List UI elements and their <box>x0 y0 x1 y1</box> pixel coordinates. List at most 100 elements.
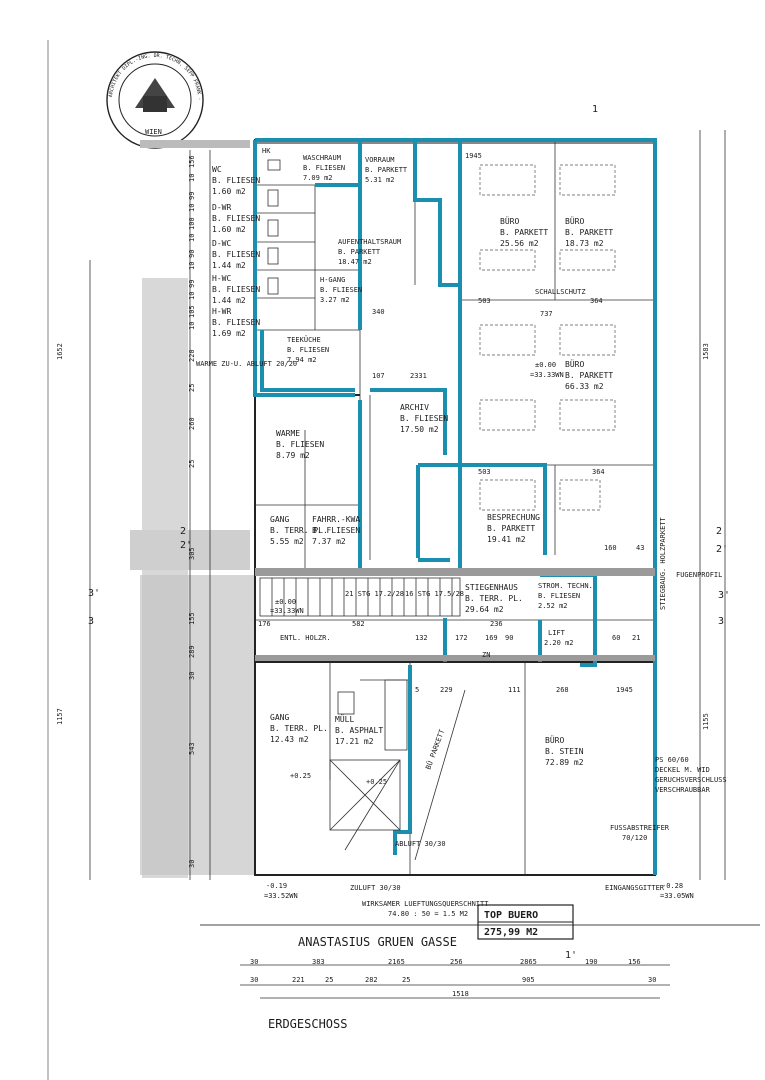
dimension-label: 220 <box>188 349 196 362</box>
room-stiegenhaus-finish: B. TERR. PL. <box>465 594 523 603</box>
schallschutz-label: SCHALLSCHUTZ <box>535 288 586 296</box>
dim-row1-1: 383 <box>312 958 325 966</box>
dimension-label: 10 <box>188 204 196 212</box>
room-hwc-area: 1.44 m2 <box>212 296 246 305</box>
room-besprechung-finish: B. PARKETT <box>487 524 535 533</box>
room-fahrrad-area: 7.37 m2 <box>312 537 346 546</box>
section-1-top: 1 <box>592 104 598 115</box>
room-warme-finish: B. FLIESEN <box>276 440 324 449</box>
room-dwr-finish: B. FLIESEN <box>212 214 260 223</box>
dim-1945: 1945 <box>465 152 482 160</box>
dim-row2-6: 30 <box>648 976 656 984</box>
dimension-label: 289 <box>188 645 196 658</box>
room-archiv-name: ARCHIV <box>400 403 429 412</box>
room-vorraum-name: VORRAUM <box>365 156 395 164</box>
room-buero2-finish: B. PARKETT <box>565 228 613 237</box>
section-2-right: 2 <box>716 526 722 537</box>
section-3-prime-right: 3' <box>718 590 730 601</box>
dim-row2-4: 25 <box>402 976 410 984</box>
dim-row2-1: 221 <box>292 976 305 984</box>
dimension-label: 100 <box>188 217 196 230</box>
level-028: -0.28 <box>662 882 683 890</box>
hk-label: HK <box>262 147 271 155</box>
room-waschraum-name: WASCHRAUM <box>303 154 341 162</box>
dimension-label: 99 <box>188 280 196 288</box>
dim-236: 236 <box>490 620 503 628</box>
dimension-label: 155 <box>188 612 196 625</box>
dim-503a: 503 <box>478 297 491 305</box>
stairs-label-1: 21 STG 17.2/28 <box>345 590 404 598</box>
section-3-prime-left: 3' <box>88 588 100 599</box>
muell-box <box>329 759 401 831</box>
room-stiegenhaus-name: STIEGENHAUS <box>465 583 518 592</box>
dim-90: 90 <box>505 634 513 642</box>
dim-364b: 364 <box>592 468 605 476</box>
stair-hatch <box>255 568 655 661</box>
dim-21: 21 <box>632 634 640 642</box>
dim-111: 111 <box>508 686 521 694</box>
room-vorraum-finish: B. PARKETT <box>365 166 408 174</box>
wirksamer-calc: 74.80 : 50 = 1.5 M2 <box>388 910 468 918</box>
room-gang2-area: 12.43 m2 <box>270 735 309 744</box>
room-waschraum-area: 7.09 m2 <box>303 174 333 182</box>
room-dwr-area: 1.60 m2 <box>212 225 246 234</box>
room-teekueche-name: TEEKÜCHE <box>287 335 321 344</box>
stamp-city: WIEN <box>145 128 162 136</box>
dimension-label: 10 <box>188 174 196 182</box>
level-stair-abs: =33.33WN <box>270 607 304 615</box>
room-hwr-name: H-WR <box>212 307 231 316</box>
dim-1652: 1652 <box>56 343 64 360</box>
room-hwc-finish: B. FLIESEN <box>212 285 260 294</box>
level-stair: ±0.00 <box>275 598 296 606</box>
room-hwc-name: H-WC <box>212 274 231 283</box>
room-teekueche-finish: B. FLIESEN <box>287 346 329 354</box>
dim-row2-5: 905 <box>522 976 535 984</box>
dimension-label: 30 <box>188 672 196 680</box>
ps-note-4: VERSCHRAUBBAR <box>655 786 711 794</box>
room-wc-area: 1.60 m2 <box>212 187 246 196</box>
dim-169: 169 <box>485 634 498 642</box>
dim-row1-0: 30 <box>250 958 258 966</box>
level-office: ±0.00 <box>535 361 556 369</box>
room-teekueche-area: 7.94 m2 <box>287 356 317 364</box>
stiegenparkett-label: STIEGBAUG. HOLZPARKETT <box>659 516 667 610</box>
dim-364a: 364 <box>590 297 603 305</box>
fugenprofil-label: FUGENPROFIL <box>676 571 722 579</box>
warme-abluft-1: WARME ZU-U. ABLUFT 20/20 <box>196 360 297 368</box>
room-buero4-name: BÜRO <box>545 735 564 745</box>
dim-43: 43 <box>636 544 644 552</box>
dimension-label: 543 <box>188 742 196 755</box>
dim-total: 1518 <box>452 990 469 998</box>
fussabstreifer-label: FUSSABSTREIFER <box>610 824 670 832</box>
top-area-label: 275,99 M2 <box>484 927 538 938</box>
dimension-label: 25 <box>188 384 196 392</box>
room-muell-finish: B. ASPHALT <box>335 726 383 735</box>
dim-row1-2: 2165 <box>388 958 405 966</box>
dim-172: 172 <box>455 634 468 642</box>
level-019: -0.19 <box>266 882 287 890</box>
dim-176: 176 <box>258 620 271 628</box>
wirksamer-label: WIRKSAMER LUEFTUNGSQUERSCHNITT <box>362 900 489 908</box>
room-gang1-area: 5.55 m2 <box>270 537 304 546</box>
zn-label: ZN <box>482 651 490 659</box>
dimension-label: 156 <box>188 155 196 168</box>
room-besprechung-name: BESPRECHUNG <box>487 513 540 522</box>
street-name: ANASTASIUS GRUEN GASSE <box>298 935 457 949</box>
room-hgang-area: 3.27 m2 <box>320 296 350 304</box>
dim-132: 132 <box>415 634 428 642</box>
room-buero1-area: 25.56 m2 <box>500 239 539 248</box>
room-muell-area: 17.21 m2 <box>335 737 374 746</box>
dimension-label: 105 <box>188 305 196 318</box>
dim-1157: 1157 <box>56 708 64 725</box>
abluft-label: ABLUFT 30/30 <box>395 840 446 848</box>
level-025b: +0.25 <box>366 778 387 786</box>
room-gang1-name: GANG <box>270 515 289 524</box>
dim-row1-3: 256 <box>450 958 463 966</box>
dim-229: 229 <box>440 686 453 694</box>
room-strom-area: 2.52 m2 <box>538 602 568 610</box>
dim-5: 5 <box>415 686 419 694</box>
section-3-left: 3 <box>88 616 94 627</box>
zuluft-label: ZULUFT 30/30 <box>350 884 401 892</box>
room-strom-finish: B. FLIESEN <box>538 592 580 600</box>
